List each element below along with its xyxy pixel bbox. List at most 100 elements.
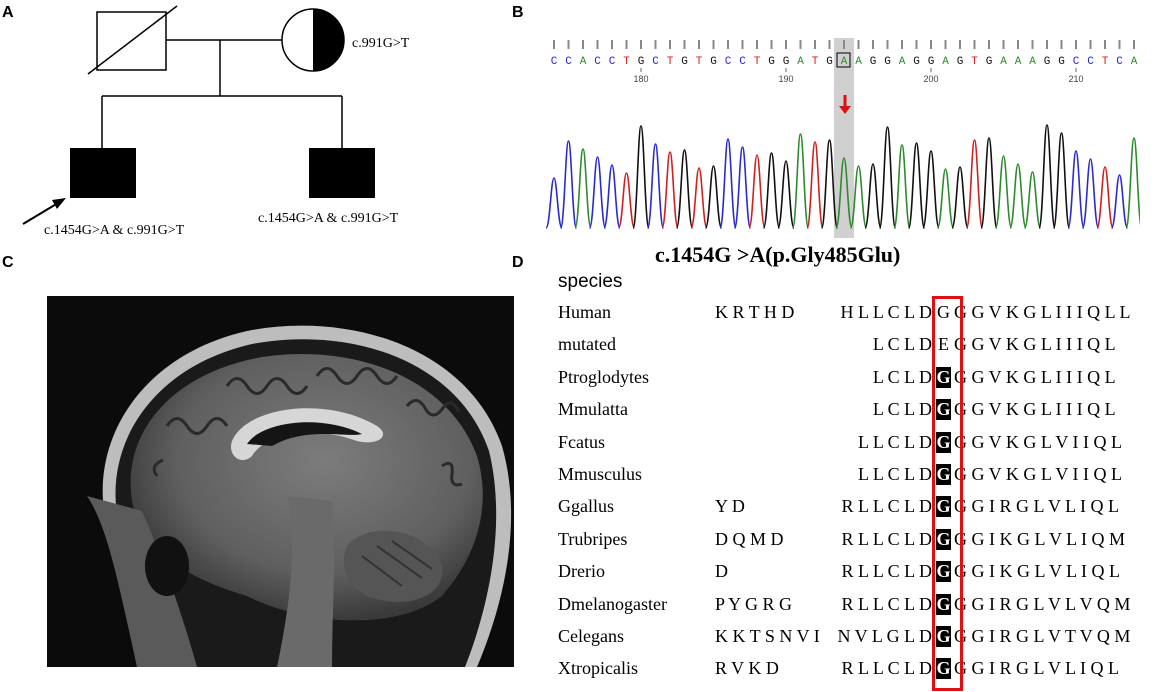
base-call: C [1116, 56, 1123, 68]
trace-peak [1038, 124, 1056, 229]
sequence-mid: R L L C L D [841, 658, 933, 679]
sequence-suffix: G G I R G L V L I Q L [954, 496, 1119, 517]
species-name: Drerio [558, 561, 605, 582]
base-tick [654, 40, 657, 49]
trace-peak [777, 160, 795, 229]
sequence-suffix: G G I R G L V T V Q M [954, 626, 1131, 646]
mutation-highlight [834, 38, 854, 238]
base-tick [915, 40, 918, 49]
trace-peak [791, 133, 810, 229]
trace-peak [922, 150, 940, 229]
base-tick [582, 40, 584, 49]
base-call: G [884, 56, 891, 68]
base-call: G [957, 56, 964, 68]
trace-peak [849, 165, 868, 229]
sequence-suffix: G G I K G L V L I Q M [954, 528, 1125, 549]
trace-peaks [545, 124, 1140, 229]
conserved-residue: G [936, 431, 951, 453]
trace-peak [704, 165, 723, 229]
base-call: G [638, 56, 645, 68]
base-tick [901, 40, 903, 49]
trace-peak [980, 137, 998, 229]
base-tick [973, 40, 976, 49]
base-tick [1046, 40, 1048, 49]
base-call: G [1044, 56, 1051, 68]
sequence-prefix: D Q M D [715, 528, 784, 549]
position-label: 190 [778, 74, 793, 84]
base-call: G [826, 56, 833, 68]
sequence-mid: H L L C L D [840, 302, 933, 322]
trace-peak [965, 139, 984, 229]
sequence-prefix: Y D [715, 496, 745, 517]
conserved-residue: E [938, 334, 949, 355]
species-name: Xtropicalis [558, 658, 638, 679]
trace-peak [1081, 158, 1100, 229]
base-call: T [971, 56, 978, 68]
trace-peak [603, 164, 621, 229]
trace-peak [690, 167, 708, 229]
base-call: A [1015, 56, 1022, 68]
proband-arrow [22, 202, 59, 225]
base-call: T [667, 56, 674, 68]
trace-peak [1009, 163, 1027, 229]
trace-peak [617, 172, 636, 229]
base-tick [669, 40, 671, 49]
trace-peak [864, 163, 882, 229]
species-name: Fcatus [558, 431, 605, 452]
base-tick [988, 40, 990, 49]
base-tick [1104, 40, 1106, 49]
base-tick [770, 40, 773, 49]
species-name: Ptroglodytes [558, 366, 650, 387]
trace-peak [893, 144, 911, 229]
sequence-prefix: R V K D [715, 658, 779, 679]
sequence-mid: R L L C L D [841, 593, 933, 614]
trace-peak [632, 125, 650, 229]
base-tick [959, 40, 961, 49]
conserved-residue: G [936, 561, 951, 583]
species-header: species [558, 271, 623, 292]
base-call: G [710, 56, 717, 68]
base-tick [799, 40, 802, 49]
trace-peak [1052, 132, 1071, 229]
base-tick [944, 40, 947, 49]
sequence-mid: R L L C L D [841, 528, 933, 549]
base-tick [1133, 40, 1135, 49]
trace-peak [748, 154, 766, 229]
base-call: T [812, 56, 819, 68]
trace-peak [646, 143, 665, 229]
position-label: 200 [923, 74, 938, 84]
base-call: T [754, 56, 761, 68]
trace-peak [545, 177, 563, 229]
trace-peak [733, 146, 752, 229]
base-tick [872, 40, 874, 49]
base-tick [843, 40, 845, 49]
base-call: A [1131, 56, 1138, 68]
base-tick [1118, 40, 1121, 49]
sequence-suffix: G G V K G L I I I Q L [954, 334, 1116, 355]
sequence-mid: N V L G L D [837, 626, 933, 646]
sequence-prefix: P Y G R G [715, 593, 793, 614]
panel-b-label: B [512, 4, 524, 21]
trace-peak [806, 141, 824, 229]
sequence-mid: R L L C L D [841, 561, 933, 582]
sequence-mid: R L L C L D [841, 496, 933, 517]
trace-peak [675, 149, 694, 229]
base-call: G [1058, 56, 1065, 68]
base-call: C [739, 56, 746, 68]
conserved-residue: G [936, 593, 951, 615]
base-call: G [870, 56, 877, 68]
mother-variant-label: c.991G>T [352, 36, 410, 51]
base-tick [756, 40, 758, 49]
sequence-mid: L C L D [872, 334, 932, 355]
conserved-residue: G [936, 626, 951, 647]
base-tick [553, 40, 555, 49]
proband-symbol [70, 148, 136, 198]
sequence-prefix: D [715, 561, 728, 582]
sequence-suffix: G G I R G L V L I Q L [954, 658, 1119, 679]
trace-peak [1096, 166, 1114, 229]
